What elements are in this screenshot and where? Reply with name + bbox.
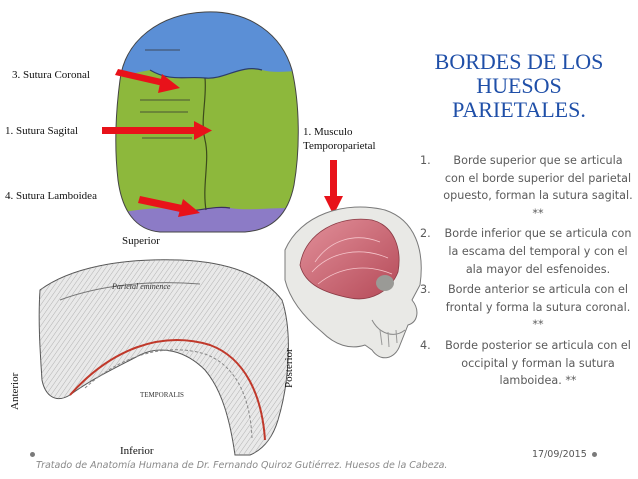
list-item-number: 3. <box>420 283 431 297</box>
list-item-text: Borde inferior que se articula con la es… <box>444 227 632 276</box>
parietal-bone-drawing <box>38 259 289 456</box>
label-superior: Superior <box>122 235 160 247</box>
arrow-sutura-lamboidea-icon <box>138 196 200 217</box>
label-sutura-coronal: 3. Sutura Coronal <box>12 69 90 81</box>
footer-date: 17/09/2015 <box>532 449 587 460</box>
skull-top-view <box>115 11 299 233</box>
slide-title: BORDES DE LOS HUESOS PARIETALES. <box>408 50 630 122</box>
footer-citation: Tratado de Anatomía Humana de Dr. Fernan… <box>36 460 448 471</box>
arrow-sutura-sagital-icon <box>102 121 212 140</box>
list-item-number: 4. <box>420 338 431 352</box>
list-item: 1. Borde superior que se articula con el… <box>420 152 634 222</box>
skull-lateral-view <box>284 206 422 359</box>
label-sutura-lamboidea: 4. Sutura Lamboidea <box>5 190 97 202</box>
label-anterior: Anterior <box>9 372 21 410</box>
footer-left-dot <box>30 452 35 457</box>
footer-right-dot <box>592 452 597 457</box>
arrow-musculo-icon <box>324 160 343 215</box>
list-item: 2. Borde inferior que se articula con la… <box>420 225 634 278</box>
temporalis-text: TEMPORALIS <box>140 391 184 399</box>
list-item-number: 1. <box>420 154 431 167</box>
list-item-number: 2. <box>420 227 431 241</box>
arrow-sutura-coronal-icon <box>115 69 180 93</box>
borders-list: 1. Borde superior que se articula con el… <box>420 152 634 393</box>
list-item: 3. Borde anterior se articula con el fro… <box>420 281 634 334</box>
parietal-eminence-text: Parietal eminence <box>111 282 171 291</box>
label-sutura-sagital: 1. Sutura Sagital <box>5 125 79 137</box>
list-item: 4. Borde posterior se articula con el oc… <box>420 337 634 390</box>
title-line-1: BORDES DE LOS <box>434 49 604 74</box>
list-item-text: Borde posterior se articula con el occip… <box>445 338 631 388</box>
label-musculo-line2: Temporoparietal <box>303 140 376 152</box>
list-item-text: Borde anterior se articula con el fronta… <box>445 283 631 332</box>
title-line-3: PARIETALES. <box>452 97 586 122</box>
title-line-2: HUESOS <box>476 73 562 98</box>
label-posterior: Posterior <box>283 348 295 388</box>
arrows <box>102 69 343 217</box>
list-item-text: Borde superior que se articula con el bo… <box>443 154 633 220</box>
label-inferior: Inferior <box>120 445 154 457</box>
label-musculo-line1: 1. Musculo <box>303 126 353 138</box>
